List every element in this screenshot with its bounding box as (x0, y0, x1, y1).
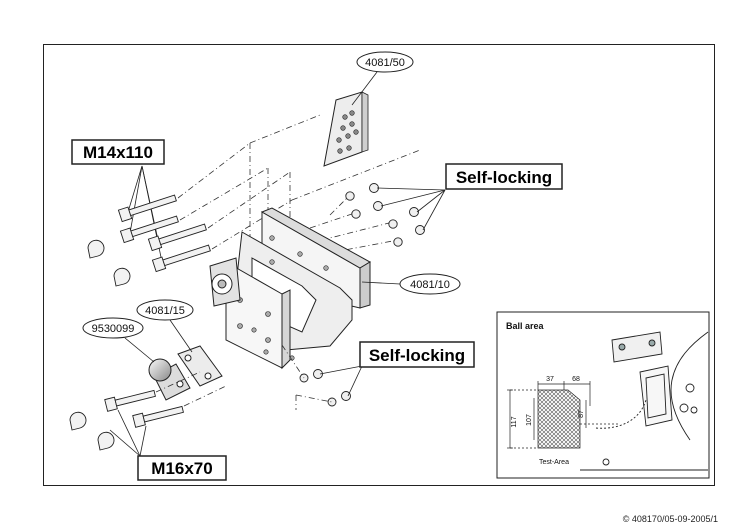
ball-area-inset: Ball area 37 68 117 107 87 Test-Area (496, 311, 710, 479)
spacer-plate-4081-15 (177, 345, 223, 387)
tag-m14x110 (71, 139, 165, 165)
self-locking-leaders-bottom (319, 365, 363, 397)
dim-37: 37 (546, 376, 554, 383)
label-4081-50: 4081/50 (365, 57, 405, 69)
main-bracket-4081-10 (209, 207, 372, 370)
inset-title: Ball area (506, 321, 545, 331)
tag-self-locking-bottom (359, 341, 475, 368)
tag-m16x70 (137, 455, 227, 481)
callout-4081-50 (356, 51, 414, 73)
upper-nuts-washers (345, 183, 425, 247)
label-m14x110: M14x110 (83, 143, 153, 162)
callout-4081-15 (136, 299, 194, 321)
callout-9530099 (82, 317, 144, 339)
drawing-frame (43, 44, 715, 486)
dim-107: 107 (526, 414, 533, 426)
upper-bolts (117, 194, 211, 273)
self-locking-leaders-top (376, 187, 446, 231)
label-4081-10: 4081/10 (410, 279, 450, 291)
assembly-axes-lower (281, 344, 333, 410)
copyright-notice: © 408170/05-09-2005/1 (622, 514, 718, 524)
test-area-label: Test-Area (539, 459, 569, 466)
label-self-locking-bottom: Self-locking (369, 346, 465, 365)
label-9530099: 9530099 (92, 323, 135, 335)
socket-plate-4081-50 (323, 91, 369, 167)
label-m16x70: M16x70 (151, 459, 212, 478)
tag-self-locking-top (445, 163, 563, 190)
tow-ball-9530099 (148, 358, 191, 401)
assembly-axes-bolts (155, 371, 227, 407)
cap-nuts-lower (69, 411, 115, 451)
dim-87: 87 (578, 410, 585, 418)
label-4081-15: 4081/15 (145, 305, 185, 317)
dim-117: 117 (511, 416, 518, 427)
lower-bolts (104, 389, 184, 428)
cap-nuts-upper (87, 239, 131, 287)
dim-68: 68 (572, 376, 580, 383)
label-self-locking-top: Self-locking (456, 168, 552, 187)
